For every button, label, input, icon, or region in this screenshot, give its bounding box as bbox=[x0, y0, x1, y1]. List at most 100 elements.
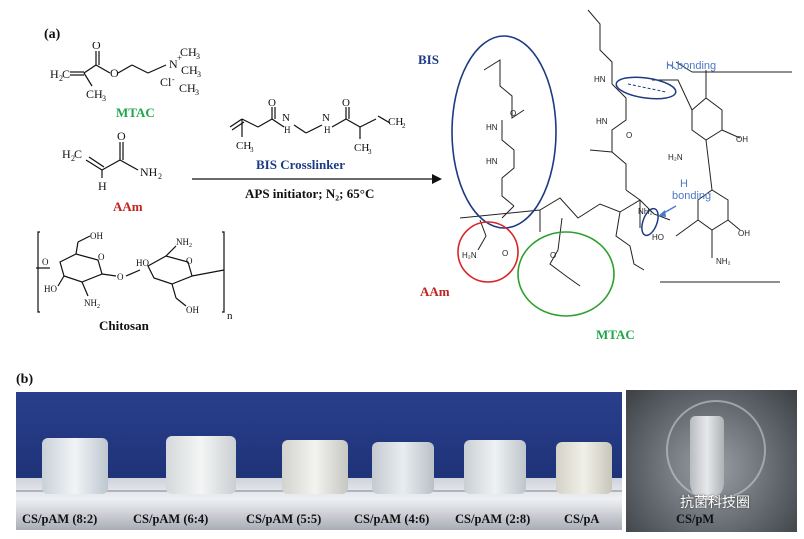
svg-text:CH: CH bbox=[180, 45, 197, 59]
reaction-arrow bbox=[192, 174, 442, 184]
svg-text:2: 2 bbox=[158, 172, 162, 181]
hbond-label-1: H bonding bbox=[666, 60, 717, 72]
svg-text:C: C bbox=[74, 147, 82, 161]
gel-sample bbox=[372, 442, 434, 494]
svg-text:2: 2 bbox=[71, 154, 75, 163]
svg-text:O: O bbox=[92, 42, 101, 52]
atom-label: OH bbox=[736, 135, 748, 144]
svg-text:3: 3 bbox=[250, 146, 254, 154]
atom-label: NH₂ bbox=[716, 257, 731, 266]
svg-text:Cl: Cl bbox=[160, 75, 172, 89]
chitosan-repeat-n: n bbox=[227, 310, 233, 322]
atom-label: HN bbox=[486, 123, 498, 132]
svg-text:2: 2 bbox=[59, 74, 63, 83]
atom-label: HN bbox=[596, 117, 608, 126]
svg-text:NH: NH bbox=[84, 298, 97, 308]
aam-label: AAm bbox=[113, 199, 143, 214]
atom-label: NH₂ bbox=[638, 207, 653, 216]
svg-text:H: H bbox=[324, 125, 331, 135]
gel-sample bbox=[42, 438, 108, 494]
svg-text:OH: OH bbox=[90, 231, 103, 241]
sample-label: CS/pAM (8:2) bbox=[22, 512, 98, 526]
svg-text:O: O bbox=[98, 252, 105, 262]
svg-text:CH: CH bbox=[354, 142, 369, 154]
chitosan-label: Chitosan bbox=[99, 318, 149, 333]
svg-text:N: N bbox=[322, 112, 330, 124]
mtac-label: MTAC bbox=[116, 105, 155, 120]
atom-label: HN bbox=[594, 75, 606, 84]
atom-label: HO bbox=[652, 233, 664, 242]
svg-text:3: 3 bbox=[195, 88, 199, 97]
svg-text:O: O bbox=[268, 97, 276, 109]
cs-pm-inset-photo bbox=[626, 390, 797, 532]
svg-text:CH: CH bbox=[388, 116, 403, 128]
svg-text:2: 2 bbox=[97, 304, 100, 310]
svg-text:C: C bbox=[62, 67, 70, 81]
gel-sample bbox=[464, 440, 526, 494]
svg-text:-: - bbox=[172, 75, 175, 84]
svg-text:H: H bbox=[98, 179, 107, 192]
svg-text:+: + bbox=[177, 53, 182, 63]
atom-label: H₂N bbox=[668, 153, 683, 162]
hbond-label-2-line1: H bbox=[680, 178, 688, 190]
atom-label: O bbox=[626, 131, 632, 140]
svg-text:O: O bbox=[186, 256, 193, 266]
svg-text:N: N bbox=[282, 112, 290, 124]
sample-label: CS/pA bbox=[564, 512, 600, 526]
svg-text:N: N bbox=[169, 57, 178, 71]
sample-label: CS/pAM (6:4) bbox=[133, 512, 209, 526]
inset-label: CS/pM bbox=[676, 512, 715, 526]
atom-label: H₂N bbox=[462, 251, 477, 260]
svg-text:O: O bbox=[117, 132, 126, 143]
svg-text:2: 2 bbox=[402, 122, 406, 130]
svg-text:HO: HO bbox=[44, 284, 57, 294]
svg-text:OH: OH bbox=[186, 305, 199, 315]
svg-text:O: O bbox=[110, 66, 119, 80]
atom-label: HN bbox=[486, 157, 498, 166]
atom-label: OH bbox=[738, 229, 750, 238]
svg-text:O: O bbox=[42, 257, 49, 267]
gel-sample bbox=[690, 416, 724, 500]
gel-sample bbox=[166, 436, 236, 494]
bis-structure: O NH NH O CH3 CH3 CH2 bbox=[229, 97, 406, 155]
svg-text:O: O bbox=[117, 272, 124, 282]
svg-text:H: H bbox=[284, 125, 291, 135]
svg-text:HO: HO bbox=[136, 258, 149, 268]
network-structure: HN HN HN HN H₂N NH₂ HO OH OH H₂N NH₂ O O… bbox=[451, 9, 792, 317]
atom-label: O bbox=[550, 251, 556, 260]
sample-label: CS/pAM (2:8) bbox=[455, 512, 531, 526]
svg-text:CH: CH bbox=[179, 81, 196, 95]
gel-sample bbox=[282, 440, 348, 494]
svg-text:3: 3 bbox=[368, 148, 372, 155]
svg-text:CH: CH bbox=[181, 63, 198, 77]
network-aam-label: AAm bbox=[420, 284, 450, 299]
reaction-conditions: APS initiator; N₂; 65°C bbox=[245, 186, 375, 201]
svg-text:3: 3 bbox=[102, 94, 106, 103]
svg-text:3: 3 bbox=[196, 52, 200, 61]
svg-text:H: H bbox=[50, 67, 59, 81]
svg-text:3: 3 bbox=[197, 70, 201, 79]
hbond-label-2-line2: bonding bbox=[672, 190, 712, 202]
svg-text:O: O bbox=[342, 97, 350, 109]
network-mtac-label: MTAC bbox=[596, 327, 635, 342]
svg-text:NH: NH bbox=[176, 237, 189, 247]
gel-sample bbox=[556, 442, 612, 494]
hydrogel-samples-photo bbox=[16, 392, 622, 530]
sample-label: CS/pAM (5:5) bbox=[246, 512, 322, 526]
atom-label: O bbox=[510, 109, 516, 118]
svg-text:CH: CH bbox=[86, 87, 103, 101]
sample-label: CS/pAM (4:6) bbox=[354, 512, 430, 526]
svg-text:NH: NH bbox=[140, 165, 158, 179]
panel-b-label: (b) bbox=[16, 372, 34, 387]
panel-a-label: (a) bbox=[44, 27, 61, 42]
bis-crosslinker-label: BIS Crosslinker bbox=[256, 157, 345, 172]
svg-text:2: 2 bbox=[189, 243, 192, 249]
svg-text:CH: CH bbox=[236, 140, 251, 152]
atom-label: O bbox=[502, 249, 508, 258]
watermark: 抗菌科技圈 bbox=[680, 495, 750, 511]
network-bis-label: BIS bbox=[418, 52, 439, 67]
svg-text:H: H bbox=[62, 147, 71, 161]
